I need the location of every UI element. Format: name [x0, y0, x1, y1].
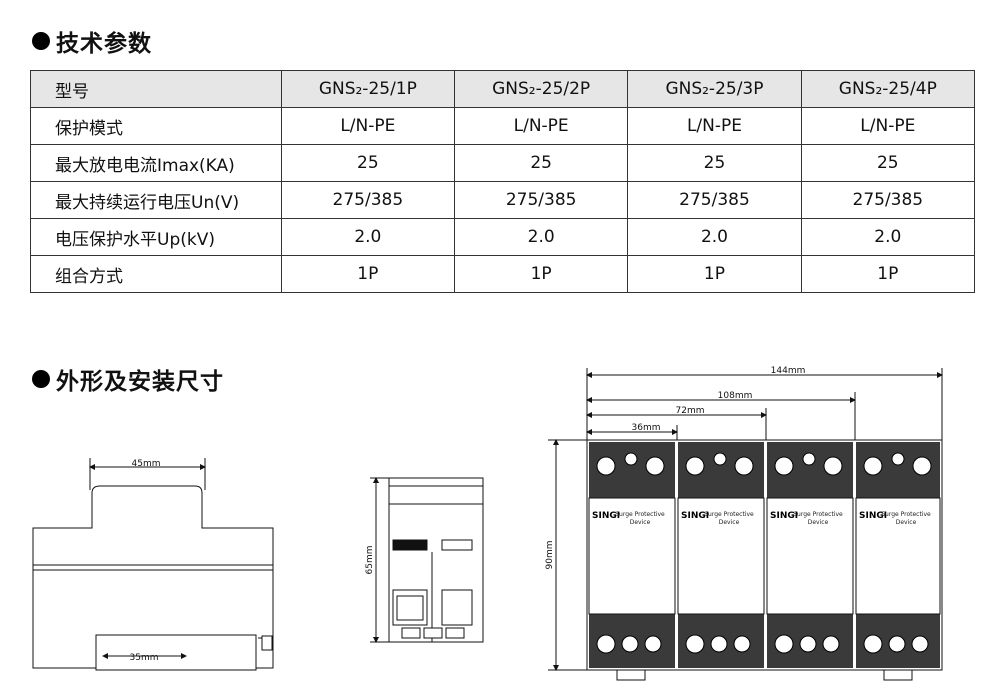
- module-unit: SINGI Surge Protective Device: [855, 442, 941, 681]
- side-view-drawing: [32, 458, 274, 671]
- spec-table: 型号 GNS₂-25/1P GNS₂-25/2P GNS₂-25/3P GNS₂…: [30, 70, 976, 293]
- cell-value: 275/385: [800, 181, 976, 219]
- table-row: 保护模式 L/N-PE L/N-PE L/N-PE L/N-PE: [30, 107, 976, 145]
- module-desc: Device: [719, 519, 740, 526]
- cell-value: 2.0: [453, 218, 629, 256]
- cell-value: 275/385: [280, 181, 456, 219]
- dim-label-height: 90mm: [545, 541, 555, 570]
- row-label: 最大放电电流Imax(KA): [30, 144, 282, 182]
- model-header: GNS₂-25/3P: [627, 70, 802, 108]
- module-desc: Device: [630, 519, 651, 526]
- cell-value: L/N-PE: [627, 107, 802, 145]
- dim-label-side-bottom: 35mm: [130, 653, 159, 663]
- dim-label-36: 36mm: [632, 423, 661, 433]
- dim-label-108: 108mm: [718, 391, 753, 401]
- row-label: 最大持续运行电压Un(V): [30, 181, 282, 219]
- module-unit: SINGI Surge Protective Device: [588, 442, 676, 681]
- table-row: 最大放电电流Imax(KA) 25 25 25 25: [30, 144, 976, 182]
- section-title-dims-text: 外形及安装尺寸: [56, 369, 224, 395]
- module-brand: SINGI: [770, 511, 798, 521]
- cell-value: L/N-PE: [800, 107, 976, 145]
- cell-value: 1P: [627, 255, 802, 293]
- module-desc: Device: [896, 519, 917, 526]
- cell-value: 2.0: [280, 218, 456, 256]
- module-unit: SINGI Surge Protective Device: [677, 442, 765, 668]
- dim-label-total-width: 144mm: [771, 366, 806, 376]
- cell-value: 1P: [453, 255, 629, 293]
- dim-label-front-height: 65mm: [365, 546, 375, 575]
- cell-value: 25: [627, 144, 802, 182]
- cell-value: L/N-PE: [280, 107, 456, 145]
- module-dimension-lines: [548, 368, 943, 671]
- row-label: 组合方式: [30, 255, 282, 293]
- cell-value: 2.0: [800, 218, 976, 256]
- bullet-icon: [32, 370, 50, 388]
- row-label: 保护模式: [30, 107, 282, 145]
- cell-value: 1P: [280, 255, 456, 293]
- table-row: 组合方式 1P 1P 1P 1P: [30, 255, 976, 293]
- model-header: GNS₂-25/4P: [800, 70, 976, 108]
- cell-value: 275/385: [453, 181, 629, 219]
- model-header: GNS₂-25/2P: [453, 70, 629, 108]
- module-brand: SINGI: [592, 511, 620, 521]
- model-header: GNS₂-25/1P: [280, 70, 456, 108]
- dimension-drawings: 45mm 35mm 65mm 144mm 108mm 72mm 3: [32, 366, 943, 681]
- cell-value: 275/385: [627, 181, 802, 219]
- section-title-dims: 外形及安装尺寸: [32, 362, 224, 396]
- module-desc: Surge Protective: [881, 511, 931, 518]
- cell-value: 25: [453, 144, 629, 182]
- header-label: 型号: [30, 70, 282, 108]
- cell-value: 25: [800, 144, 976, 182]
- table-row: 最大持续运行电压Un(V) 275/385 275/385 275/385 27…: [30, 181, 976, 219]
- table-row: 电压保护水平Up(kV) 2.0 2.0 2.0 2.0: [30, 218, 976, 256]
- bullet-icon: [32, 32, 50, 50]
- module-desc: Surge Protective: [793, 511, 843, 518]
- front-view-drawing: [370, 477, 484, 643]
- section-title-tech: 技术参数: [32, 24, 152, 58]
- module-brand: SINGI: [859, 511, 887, 521]
- dim-label-side-top: 45mm: [132, 459, 161, 469]
- row-label: 电压保护水平Up(kV): [30, 218, 282, 256]
- section-title-tech-text: 技术参数: [56, 31, 152, 57]
- module-desc: Surge Protective: [704, 511, 754, 518]
- cell-value: 1P: [800, 255, 976, 293]
- cell-value: 25: [280, 144, 456, 182]
- table-header-row: 型号 GNS₂-25/1P GNS₂-25/2P GNS₂-25/3P GNS₂…: [30, 70, 976, 108]
- module-desc: Device: [808, 519, 829, 526]
- dim-label-72: 72mm: [676, 406, 705, 416]
- module-4p-drawing: SINGI Surge Protective Device SINGI Surg…: [586, 439, 943, 681]
- module-brand: SINGI: [681, 511, 709, 521]
- cell-value: 2.0: [627, 218, 802, 256]
- cell-value: L/N-PE: [453, 107, 629, 145]
- module-unit: SINGI Surge Protective Device: [766, 442, 854, 668]
- module-desc: Surge Protective: [615, 511, 665, 518]
